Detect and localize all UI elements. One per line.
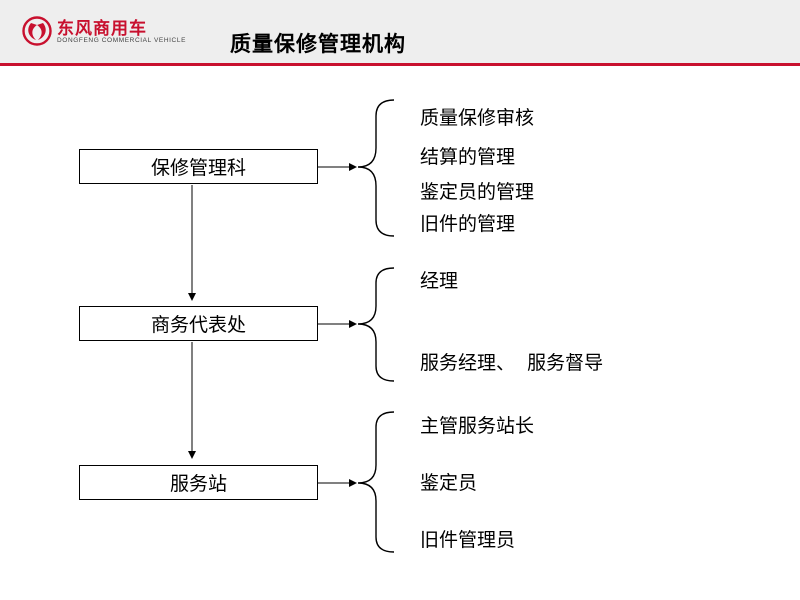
list-item: 质量保修审核 (420, 107, 535, 129)
list-item: 主管服务站长 (420, 415, 535, 437)
list-item: 结算的管理 (420, 146, 516, 168)
brace-node3 (357, 411, 395, 553)
header-bar: 东风商用车 DONGFENG COMMERCIAL VEHICLE 质量保修管理… (0, 0, 800, 66)
list-item: 鉴定员的管理 (420, 181, 535, 203)
node-warranty-management-dept: 保修管理科 (79, 149, 318, 184)
list-item: 鉴定员 (420, 472, 478, 494)
list-item: 旧件管理员 (420, 529, 516, 551)
brand-name-cn: 东风商用车 (57, 19, 147, 39)
node-business-representative-office: 商务代表处 (79, 306, 318, 341)
brace-node1 (357, 99, 395, 237)
node-service-station: 服务站 (79, 465, 318, 500)
brand-name-en: DONGFENG COMMERCIAL VEHICLE (57, 37, 187, 44)
list-item: 旧件的管理 (420, 213, 516, 235)
dongfeng-logo-icon (22, 16, 52, 46)
header-divider (0, 63, 800, 66)
brace-node2 (357, 267, 395, 382)
list-item: 服务经理、 服务督导 (420, 352, 604, 374)
page-title: 质量保修管理机构 (230, 32, 406, 56)
list-item: 经理 (420, 270, 459, 292)
